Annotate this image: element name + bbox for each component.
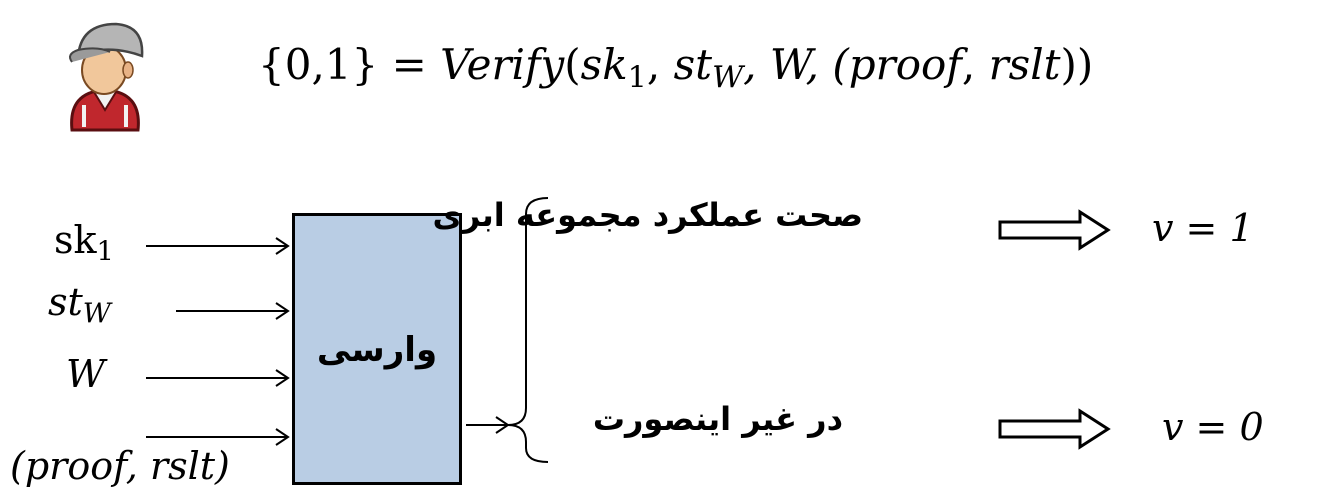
double-arrow-else <box>998 408 1111 450</box>
formula-w: , W, ( <box>743 40 849 89</box>
input-st-sub: W <box>82 298 111 330</box>
verifier-box <box>292 213 462 485</box>
else-value: v = 0 <box>1162 405 1264 449</box>
formula-sk-sub: 1 <box>627 60 647 96</box>
formula-comma: , <box>961 40 989 89</box>
formula-proof: proof <box>848 40 962 89</box>
formula-sep: , <box>646 40 674 89</box>
verifier-label: وارسی <box>316 330 438 370</box>
arrowhead-proof <box>275 428 290 446</box>
formula-close-paren: )) <box>1060 40 1094 89</box>
input-label-sk: sk1 <box>54 218 114 266</box>
formula-sk: sk <box>580 40 628 89</box>
arrowhead-st <box>275 302 290 320</box>
output-brace <box>507 197 549 463</box>
formula-rslt: rslt <box>988 40 1061 89</box>
input-sk-text: sk <box>54 218 97 262</box>
valid-value: v = 1 <box>1152 206 1254 250</box>
arrowhead-w <box>275 369 290 387</box>
formula-lhs: {0,1} = <box>258 40 441 89</box>
formula-open-paren: ( <box>564 40 581 89</box>
input-st-text: st <box>48 280 83 324</box>
formula-st: st <box>673 40 713 89</box>
input-sk-sub: 1 <box>96 236 114 268</box>
else-condition-text: در غیر اینصورت <box>592 400 843 438</box>
input-label-st: stW <box>48 280 111 328</box>
formula-st-sub: W <box>712 60 744 96</box>
formula-fn: Verify <box>440 40 565 89</box>
input-label-proof: (proof, rslt) <box>10 444 230 488</box>
valid-condition-text: صحت عملکرد مجموعه ابری <box>432 196 863 234</box>
double-arrow-valid <box>998 209 1111 251</box>
user-cap-icon <box>69 22 144 132</box>
arrowhead-sk <box>275 237 290 255</box>
input-label-w: W <box>66 352 106 396</box>
verify-formula: {0,1} = Verify(sk1, stW, W, (proof, rslt… <box>258 40 1094 93</box>
